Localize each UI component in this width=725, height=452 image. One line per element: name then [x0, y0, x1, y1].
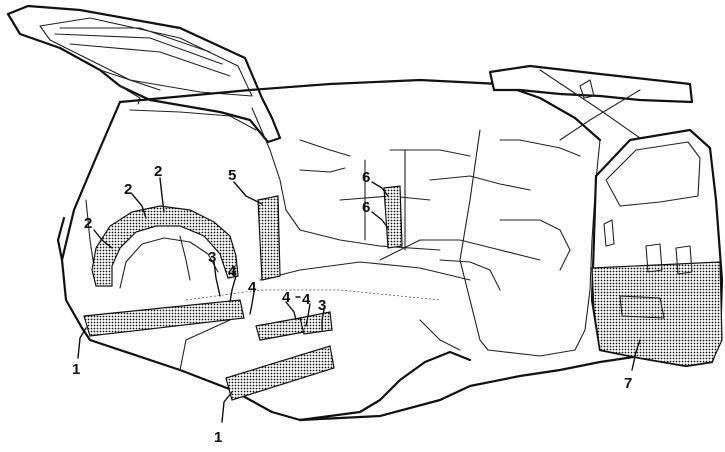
callout-4c: 4	[282, 289, 291, 306]
rear-door	[488, 64, 694, 141]
callout-2b: 2	[124, 181, 132, 198]
tailgate	[6, 4, 282, 144]
callout-3a: 3	[208, 249, 216, 266]
callout-3b: 3	[318, 297, 326, 314]
pillar-insulation	[257, 185, 403, 281]
callout-6b: 6	[362, 199, 370, 216]
callout-4d: 4	[302, 291, 311, 308]
car-body-outline	[56, 78, 642, 422]
leader-lines	[77, 177, 641, 423]
callout-6a: 6	[362, 169, 370, 186]
callout-2c: 2	[154, 163, 162, 180]
callout-5: 5	[228, 167, 236, 184]
callout-2a: 2	[84, 215, 92, 232]
callout-7: 7	[624, 375, 632, 392]
callout-1b: 1	[214, 429, 222, 446]
front-door	[590, 128, 724, 368]
callout-4b: 4	[248, 279, 257, 296]
callout-1a: 1	[72, 361, 80, 378]
callout-4a: 4	[228, 263, 237, 280]
rear-wheel-arch	[91, 205, 239, 289]
